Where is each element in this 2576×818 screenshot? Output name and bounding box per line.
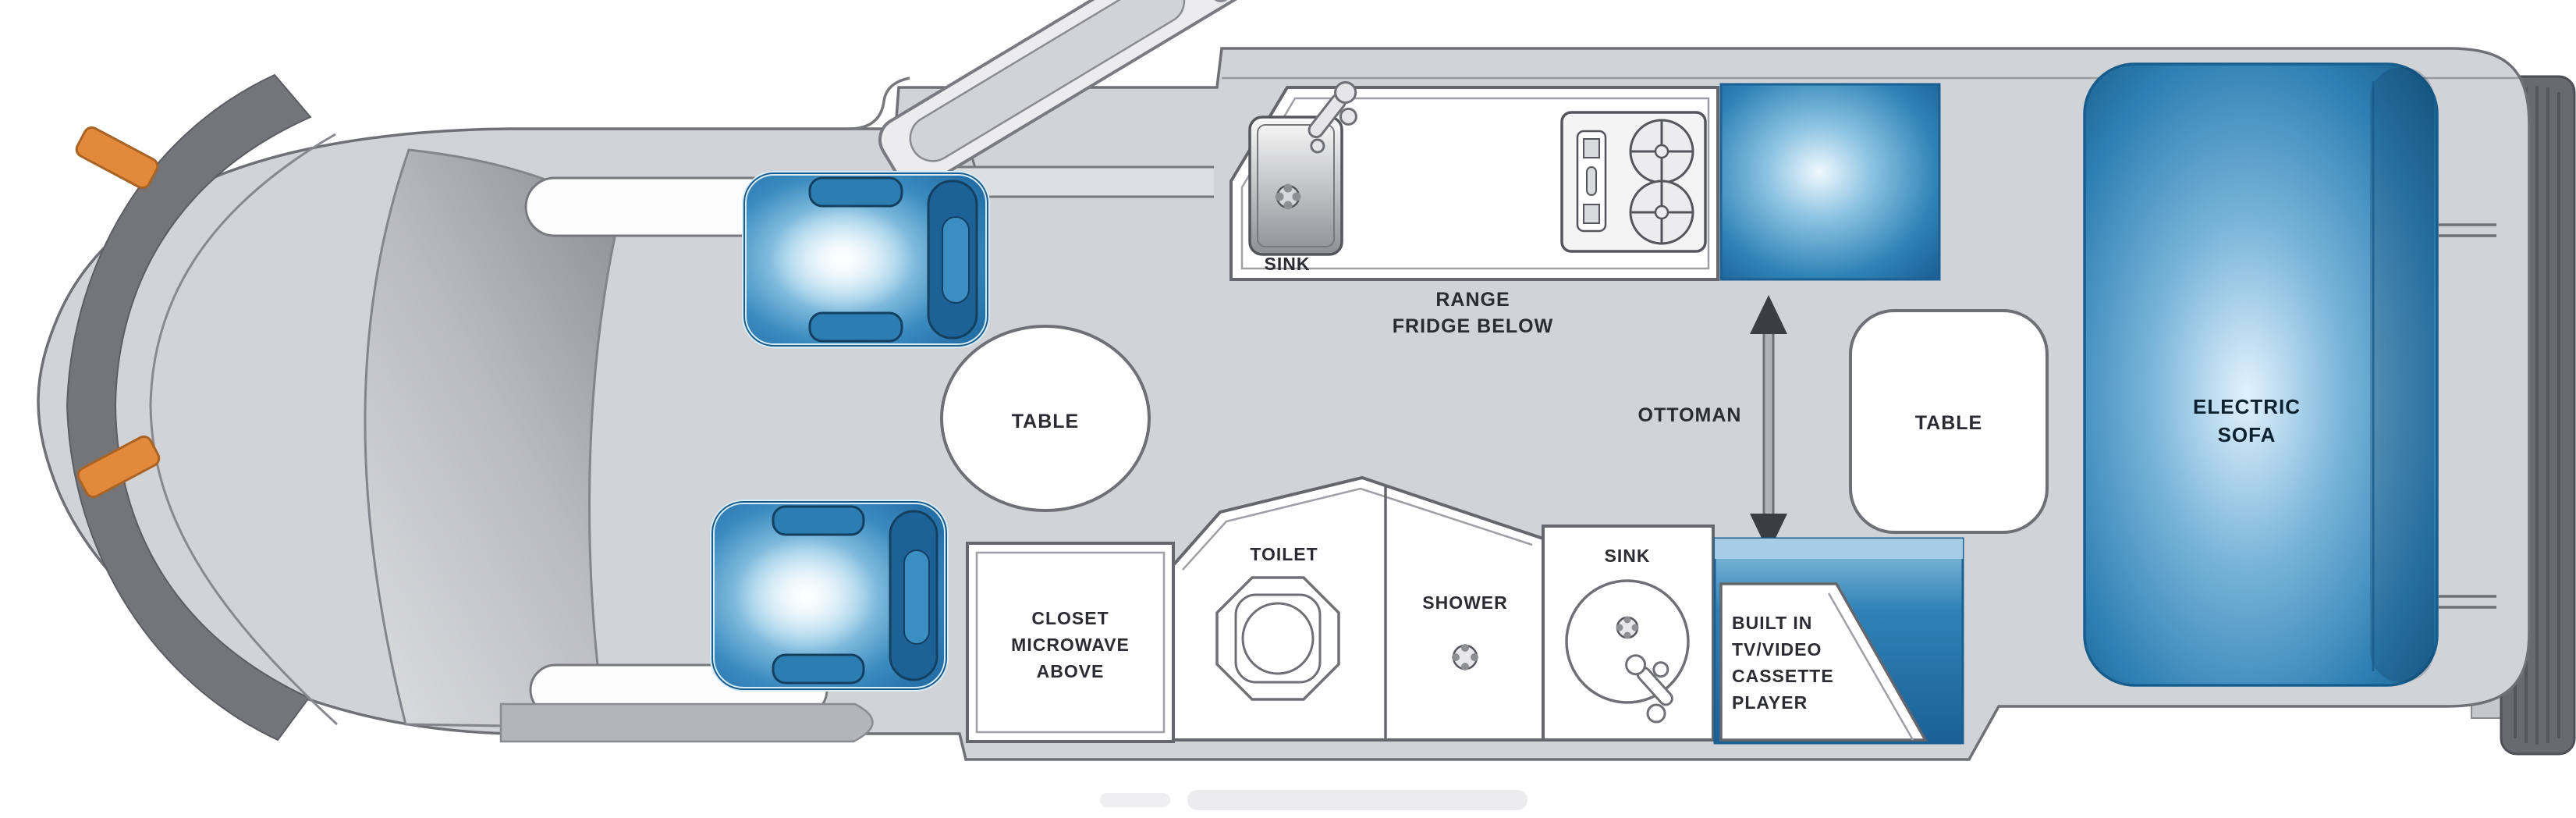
- label-rear-table: TABLE: [1915, 412, 1982, 434]
- label-tv-line1: BUILT IN: [1732, 613, 1812, 633]
- sink-drain-icon: [1275, 183, 1301, 210]
- bathroom-wall-inner-line: [1182, 487, 1533, 571]
- tv-cabinet-top-band: [1715, 539, 1963, 559]
- label-closet-line1: CLOSET: [1031, 608, 1109, 628]
- burner-icon-1: [1629, 119, 1694, 184]
- bath-sink-drain-icon: [1616, 616, 1639, 639]
- roofline-curl: [846, 76, 910, 130]
- closet: CLOSET MICROWAVE ABOVE: [966, 542, 1175, 743]
- arrowhead-down-icon: [1750, 514, 1787, 553]
- bath-faucet-icon: [1625, 654, 1673, 724]
- tv-cabinet: BUILT IN TV/VIDEO CASSETTE PLAYER: [1713, 537, 1964, 745]
- bath-sink-room: SINK: [1542, 525, 1715, 742]
- label-range-line2: FRIDGE BELOW: [1393, 315, 1553, 337]
- ottoman-block: [1719, 83, 1941, 281]
- hood-line: [149, 133, 339, 726]
- kitchen-sink: [1248, 80, 1357, 256]
- toilet: [1215, 576, 1340, 701]
- label-tv-line3: CASSETTE: [1732, 666, 1834, 686]
- door-window: [909, 0, 1186, 162]
- range-knob-1: [1583, 138, 1600, 158]
- range-cooktop: [1560, 111, 1707, 253]
- range-knob-2: [1583, 204, 1600, 224]
- chair-highlight: [771, 204, 914, 314]
- rear-table: [1849, 309, 2049, 534]
- bath-sink-basin: [1565, 579, 1690, 704]
- shower-drain-icon: [1452, 644, 1478, 670]
- label-bath-sink: SINK: [1605, 546, 1651, 566]
- tv-label-panel: [1719, 582, 1928, 742]
- label-shower: SHOWER: [1422, 592, 1508, 613]
- label-toilet: TOILET: [1250, 544, 1318, 564]
- marker-light-top: [75, 126, 159, 190]
- chair-armrest-icon: [772, 505, 865, 536]
- label-sofa-line2: SOFA: [2218, 423, 2276, 446]
- label-tv-line4: PLAYER: [1732, 692, 1808, 713]
- front-dinette-table: [940, 325, 1151, 512]
- label-front-table: TABLE: [1012, 411, 1079, 432]
- chair-armrest-icon: [808, 176, 903, 208]
- faucet-icon: [1308, 80, 1357, 154]
- label-closet-line3: ABOVE: [1037, 661, 1105, 681]
- chair-backrest-pad: [942, 216, 970, 304]
- watermark-smudge: [1100, 790, 1528, 810]
- label-kitchen-sink: SINK: [1265, 254, 1311, 274]
- marker-light-bottom: [76, 435, 161, 499]
- counter-inner-line: [1240, 97, 1710, 270]
- label-sofa-line1: ELECTRIC: [2193, 395, 2301, 418]
- tv-panel-inner-line: [1827, 592, 1914, 741]
- sofa-wall-brackets: [2439, 223, 2496, 609]
- label-closet-line2: MICROWAVE: [1011, 635, 1130, 655]
- sofa-backrest: [2370, 67, 2434, 682]
- bathroom: TOILET SHOWER: [1172, 475, 1545, 742]
- label-ottoman: OTTOMAN: [1638, 404, 1742, 426]
- ottoman-arrow: [1750, 295, 1787, 553]
- cab-rocker-step: [499, 702, 874, 743]
- windshield: [66, 73, 312, 742]
- cab-front: [66, 73, 978, 743]
- chair-armrest-icon: [772, 653, 865, 685]
- chair-backrest-pad: [903, 549, 930, 645]
- burner-icon-2: [1629, 180, 1694, 245]
- captain-chair-bottom: [710, 500, 949, 692]
- kitchen-counter: SINK: [1229, 80, 1719, 281]
- chair-armrest-icon: [808, 311, 903, 343]
- label-tv-line2: TV/VIDEO: [1732, 639, 1822, 660]
- captain-chair-top: [742, 171, 990, 348]
- range-slot: [1586, 166, 1597, 196]
- label-range-line1: RANGE: [1435, 289, 1510, 311]
- arrowhead-up-icon: [1750, 295, 1787, 334]
- electric-sofa: ELECTRIC SOFA: [2083, 62, 2439, 687]
- chair-highlight: [736, 538, 876, 653]
